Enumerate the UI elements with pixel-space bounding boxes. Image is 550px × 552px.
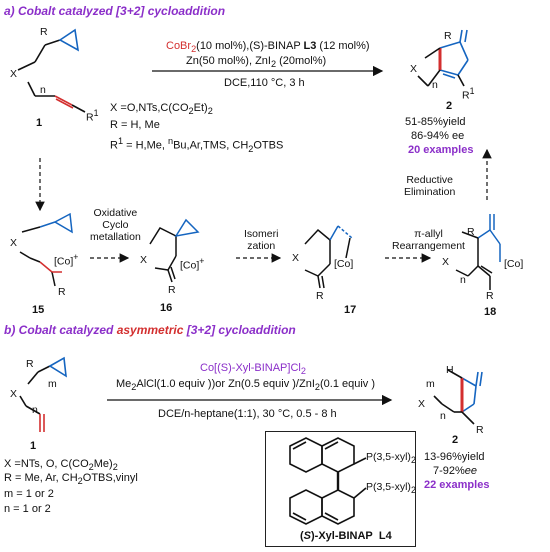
ee-b: 7-92%ee xyxy=(433,465,478,477)
scope-m-b: m = 1 or 2 xyxy=(4,488,54,500)
scope-r-a: R = H, Me xyxy=(110,119,160,131)
section-a-title: a) Cobalt catalyzed [3+2] cycloaddition xyxy=(4,4,226,18)
scope-x-b: X =NTs, O, C(CO2Me)2 xyxy=(4,458,118,473)
intermediate-16 xyxy=(149,218,200,283)
compound-18: 18 xyxy=(484,306,497,318)
int15-co: [Co]+ xyxy=(54,252,79,268)
compound-16: 16 xyxy=(160,302,173,314)
int16-R: R xyxy=(168,284,176,296)
substrate-1-a xyxy=(17,28,86,113)
examples-a: 20 examples xyxy=(408,144,474,156)
atom-X: X xyxy=(10,68,18,80)
compound-2-b: 2 xyxy=(452,434,459,446)
product-a-X: X xyxy=(410,63,418,75)
int15-X: X xyxy=(10,237,18,249)
atom-R: R xyxy=(40,26,48,38)
scope-r-b: R = Me, Ar, CH2OTBS,vinyl xyxy=(4,472,138,487)
section-b-reagents: Me2AlCl(1.0 equiv ))or Zn(0.5 equiv )/Zn… xyxy=(116,378,376,393)
int18-n: n xyxy=(460,274,466,286)
step-isomerization: Isomeri zation xyxy=(244,228,279,252)
scope-n-b: n = 1 or 2 xyxy=(4,503,51,515)
intermediate-18 xyxy=(455,214,501,290)
b-product-m: m xyxy=(426,378,435,390)
int18-R-top: R xyxy=(467,226,475,238)
section-b-title: b) Cobalt catalyzed asymmetric [3+2] cyc… xyxy=(4,323,296,337)
int16-X: X xyxy=(140,254,148,266)
atom-n: n xyxy=(40,84,46,96)
product-2-a xyxy=(417,29,469,87)
b-product-X: X xyxy=(418,398,426,410)
int18-X: X xyxy=(442,256,450,268)
section-a-additives: Zn(50 mol%), ZnI2 (20mol%) xyxy=(186,55,327,70)
product-a-n: n xyxy=(432,79,438,91)
scope-r1-a: R1 = H,Me, nBu,Ar,TMS, CH2OTBS xyxy=(110,136,284,154)
b-substrate-X: X xyxy=(10,388,18,400)
intermediate-17 xyxy=(304,225,353,289)
section-b-conditions: DCE/n-heptane(1:1), 30 °C, 0.5 - 8 h xyxy=(158,408,337,420)
product-a-R1: R1 xyxy=(462,86,475,102)
ee-a: 86-94% ee xyxy=(411,130,465,142)
compound-15: 15 xyxy=(32,304,45,316)
section-b-catalyst: Co[(S)-Xyl-BINAP]Cl2 xyxy=(200,362,306,377)
b-substrate-m: m xyxy=(48,378,57,390)
b-substrate-R: R xyxy=(26,358,34,370)
scope-x-a: X =O,NTs,C(CO2Et)2 xyxy=(110,102,213,117)
compound-2-a: 2 xyxy=(446,100,453,112)
product-2-b xyxy=(433,369,483,425)
int17-R: R xyxy=(316,290,324,302)
int16-co: [Co]+ xyxy=(180,256,205,272)
yield-a: 51-85%yield xyxy=(405,116,466,128)
ligand-box xyxy=(265,431,416,547)
substrate-1-b xyxy=(19,356,67,432)
xyl-binap-structure xyxy=(289,437,367,525)
compound-1-a: 1 xyxy=(36,117,43,129)
int17-X: X xyxy=(292,252,300,264)
step-pi-allyl-rearrangement: π-allyl Rearrangement xyxy=(392,228,465,252)
atom-R1: R1 xyxy=(86,108,99,124)
compound-1-b: 1 xyxy=(30,440,37,452)
b-product-H: H xyxy=(446,364,454,376)
ligand-name: (S)-Xyl-BINAP L4 xyxy=(300,530,392,542)
ligand-p-upper: P(3,5-xyl)2 xyxy=(366,451,416,466)
intermediate-15 xyxy=(19,212,73,287)
examples-b: 22 examples xyxy=(424,479,490,491)
b-substrate-n: n xyxy=(32,404,38,416)
step-reductive-elimination: Reductive Elimination xyxy=(404,174,456,198)
int15-R: R xyxy=(58,286,66,298)
yield-b: 13-96%yield xyxy=(424,451,485,463)
compound-17: 17 xyxy=(344,304,357,316)
section-a-solvent: DCE,110 °C, 3 h xyxy=(224,77,305,89)
int18-co: [Co] xyxy=(504,258,524,270)
int18-R-bottom: R xyxy=(486,290,494,302)
section-a-catalyst: CoBr2(10 mol%),(S)-BINAP L3 (12 mol%) xyxy=(166,40,370,55)
b-product-n: n xyxy=(440,410,446,422)
product-a-R: R xyxy=(444,30,452,42)
int17-co: [Co] xyxy=(334,258,354,270)
ligand-p-lower: P(3,5-xyl)2 xyxy=(366,481,416,496)
step-oxidative-cyclometallation: Oxidative Cyclo metallation xyxy=(90,207,141,243)
b-product-R: R xyxy=(476,424,484,436)
